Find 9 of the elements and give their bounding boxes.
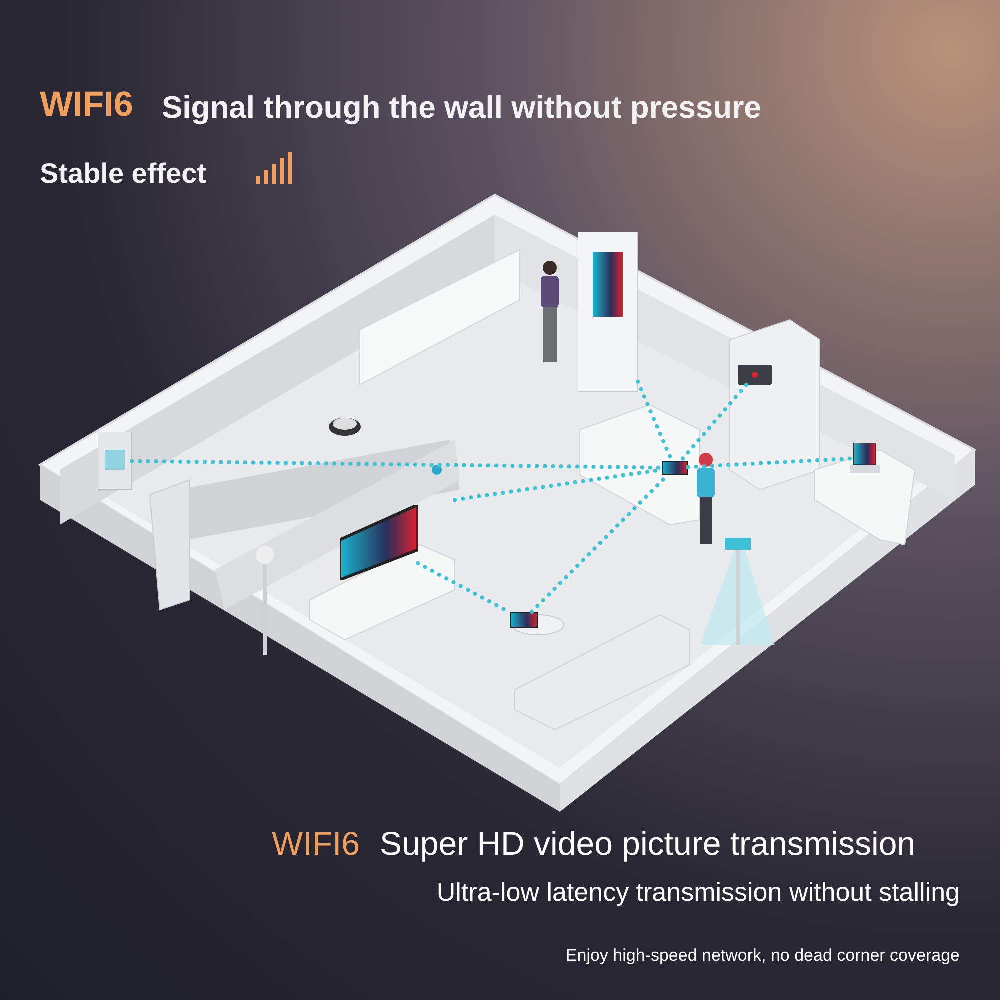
title-text: Signal through the wall without pressure [162, 90, 762, 126]
heading-highlight: WIFI6 [272, 825, 360, 863]
heading-text: Super HD video picture transmission [380, 825, 916, 863]
subtitle-text: Stable effect [40, 158, 206, 190]
title-highlight: WIFI6 [40, 85, 134, 125]
signal-line [686, 456, 852, 470]
subheading-text: Ultra-low latency transmission without stalling [436, 877, 960, 908]
signal-line [679, 383, 748, 463]
note-text: Enjoy high-speed network, no dead corner coverage [566, 946, 960, 966]
